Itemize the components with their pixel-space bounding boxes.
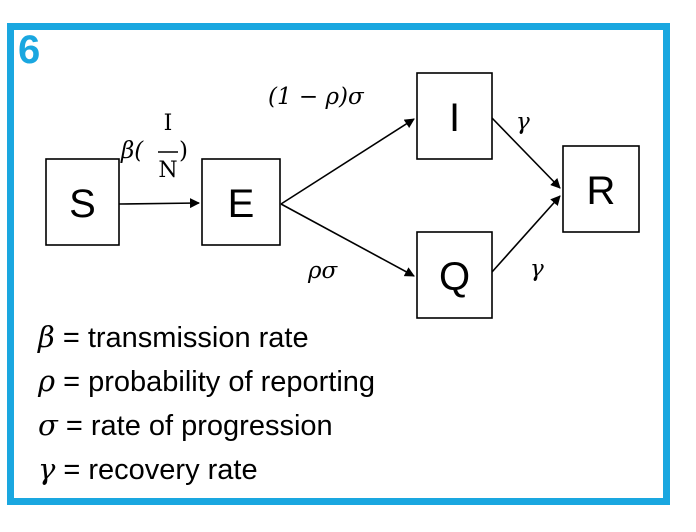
node-e: E <box>201 158 281 246</box>
node-r-label: R <box>587 169 616 213</box>
rate-s-to-e-suffix: ) <box>179 138 188 164</box>
edge-e-to-q <box>280 203 415 277</box>
node-r: R <box>562 145 640 233</box>
legend-text: = transmission rate <box>54 322 309 354</box>
legend-row-gamma: γ = recovery rate <box>38 448 375 492</box>
rate-q-to-r: γ <box>530 256 544 282</box>
node-s: S <box>45 158 120 246</box>
rate-e-to-q: ρσ <box>307 258 339 284</box>
legend-row-beta: β = transmission rate <box>38 316 375 360</box>
panel-number: 6 <box>18 28 41 72</box>
legend-symbol: ρ <box>38 364 56 398</box>
rate-s-to-e: β( I N ) <box>120 111 188 183</box>
legend: β = transmission rate ρ = probability of… <box>38 316 375 492</box>
node-q-label: Q <box>439 255 470 299</box>
node-q: Q <box>416 231 493 319</box>
legend-text: = probability of reporting <box>55 366 376 398</box>
node-i-label: I <box>449 96 460 140</box>
edge-q-to-r <box>491 195 561 273</box>
node-i: I <box>416 72 493 160</box>
edge-e-to-i <box>280 118 415 205</box>
rate-e-to-i: (1 − ρ)σ <box>268 84 365 110</box>
rate-i-to-r: γ <box>516 109 530 135</box>
edge-i-to-r <box>491 117 561 189</box>
legend-symbol: σ <box>38 408 58 442</box>
panel-frame <box>7 23 670 505</box>
node-e-label: E <box>228 182 255 226</box>
node-s-label: S <box>69 182 96 226</box>
legend-symbol: γ <box>38 452 56 486</box>
edge-s-to-e <box>118 198 200 209</box>
rate-s-to-e-denominator: N <box>158 158 177 183</box>
legend-row-rho: ρ = probability of reporting <box>38 360 375 404</box>
legend-text: = recovery rate <box>55 454 258 486</box>
legend-symbol: β <box>38 320 55 354</box>
rate-s-to-e-prefix: β( <box>120 138 144 164</box>
legend-text: = rate of progression <box>57 410 333 442</box>
legend-row-sigma: σ = rate of progression <box>38 404 375 448</box>
rate-s-to-e-numerator: I <box>164 111 173 136</box>
